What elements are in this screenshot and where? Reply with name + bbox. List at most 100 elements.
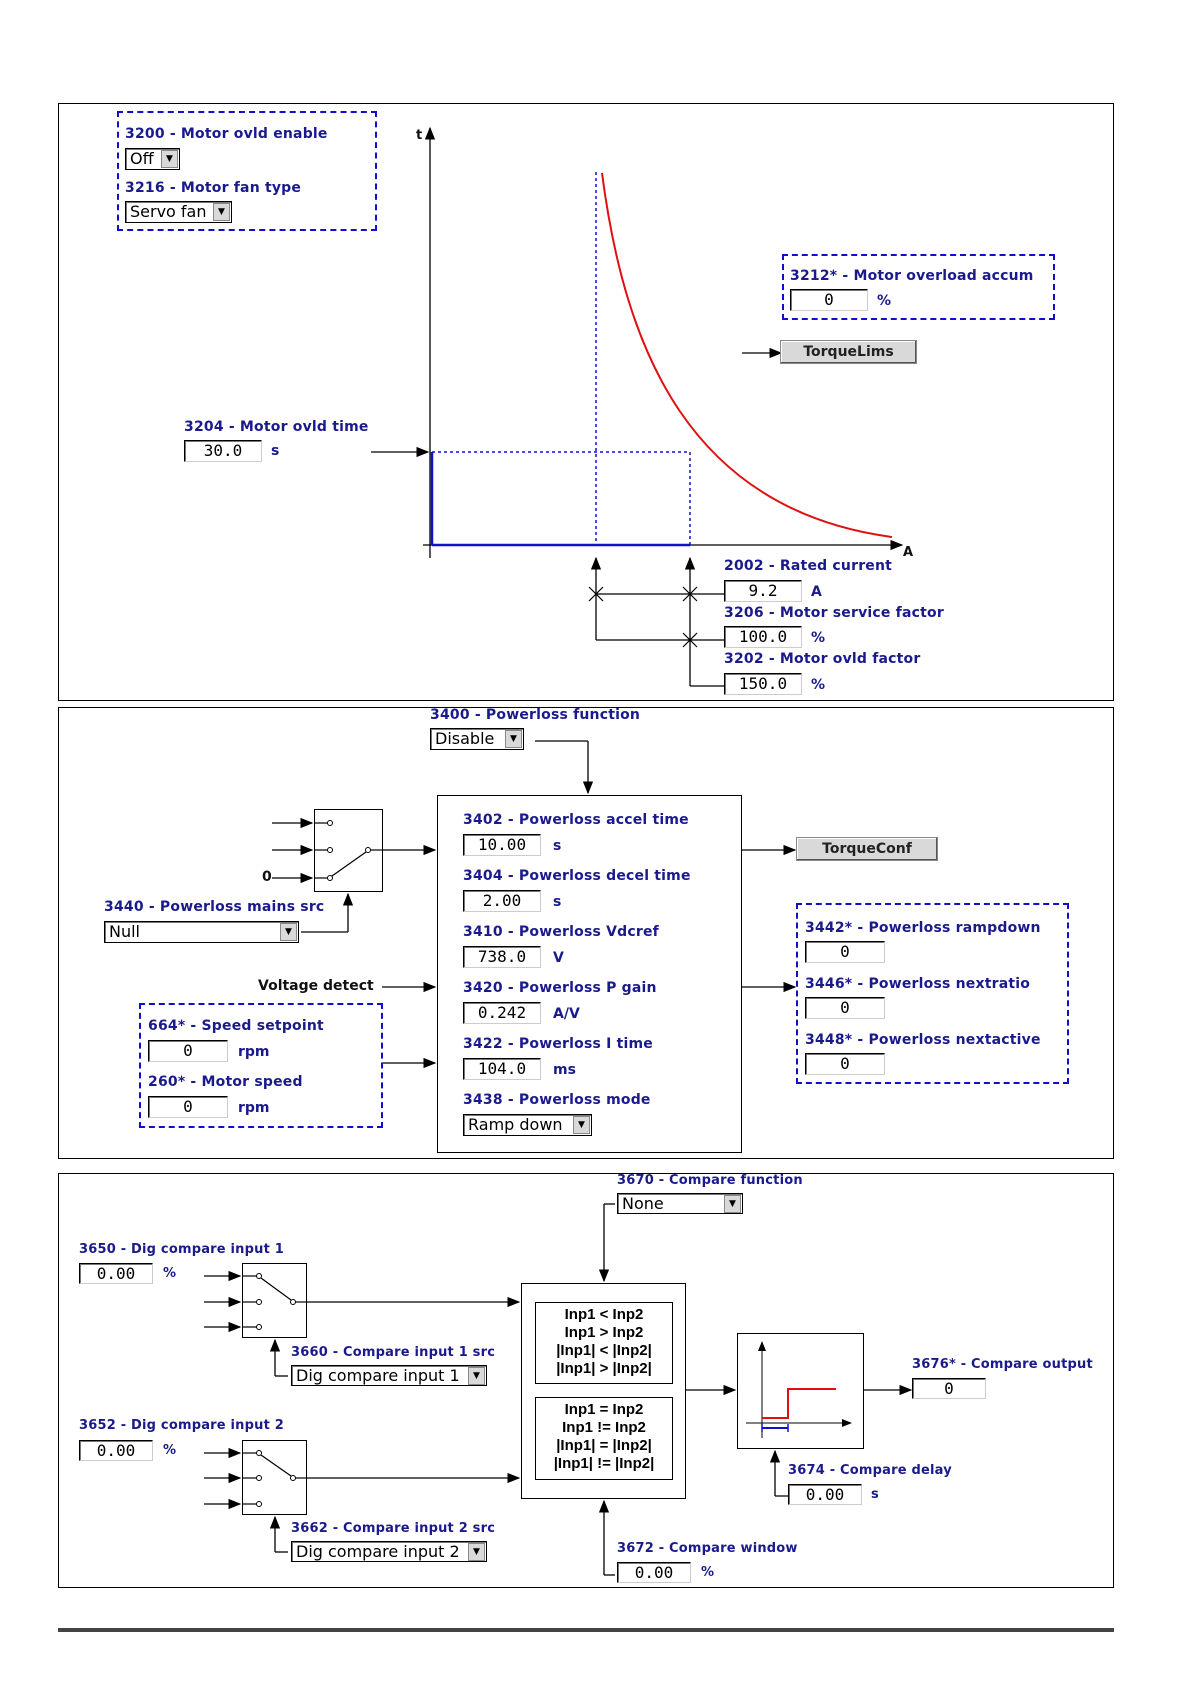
overload-curve <box>601 172 893 538</box>
input2-src-value: Dig compare input 2 <box>296 1542 460 1561</box>
rampdown-label: 3442* - Powerloss rampdown <box>805 920 1041 936</box>
overload-accum-group <box>782 254 1055 320</box>
service-factor-field[interactable]: 100.0 <box>724 626 802 648</box>
rated-current-label: 2002 - Rated current <box>724 558 893 574</box>
decel-time-label: 3404 - Powerloss decel time <box>463 868 691 884</box>
powerloss-mode-value: Ramp down <box>468 1115 563 1134</box>
vdcref-label: 3410 - Powerloss Vdcref <box>463 924 659 940</box>
chevron-down-icon: ▼ <box>468 1367 485 1385</box>
dig-input1-unit: % <box>163 1266 177 1281</box>
motor-ovld-enable-select[interactable]: Off ▼ <box>125 148 180 170</box>
decel-time-unit: s <box>553 894 562 910</box>
compare-window-unit: % <box>701 1565 715 1580</box>
zero-input-label: 0 <box>262 869 272 885</box>
dig-input1-label: 3650 - Dig compare input 1 <box>79 1242 284 1257</box>
i-time-unit: ms <box>553 1062 576 1078</box>
rated-current-field[interactable]: 9.2 <box>724 580 802 602</box>
op-text: |Inp1| > |Inp2| <box>556 1360 652 1377</box>
nextactive-field: 0 <box>805 1053 885 1075</box>
powerloss-function-select[interactable]: Disable ▼ <box>430 728 524 750</box>
compare-window-field[interactable]: 0.00 <box>617 1562 691 1583</box>
compare-window-label: 3672 - Compare window <box>617 1541 798 1556</box>
ovld-factor-label: 3202 - Motor ovld factor <box>724 651 921 667</box>
speed-setpoint-field: 0 <box>148 1040 228 1062</box>
i-time-label: 3422 - Powerloss I time <box>463 1036 653 1052</box>
powerloss-mode-label: 3438 - Powerloss mode <box>463 1092 651 1108</box>
dig-input1-field[interactable]: 0.00 <box>79 1263 153 1284</box>
torque-lims-button[interactable]: TorqueLims <box>780 340 917 364</box>
ovld-time-label: 3204 - Motor ovld time <box>184 419 369 435</box>
op-text: Inp1 < Inp2 <box>564 1306 644 1323</box>
chevron-down-icon: ▼ <box>724 1195 741 1213</box>
chevron-down-icon: ▼ <box>505 730 522 748</box>
ovld-time-field[interactable]: 30.0 <box>184 440 262 462</box>
motor-fan-type-label: 3216 - Motor fan type <box>125 180 302 196</box>
compare-delay-field[interactable]: 0.00 <box>788 1484 862 1505</box>
input1-src-label: 3660 - Compare input 1 src <box>291 1345 496 1360</box>
mains-src-select[interactable]: Null ▼ <box>104 921 299 943</box>
motor-overload-panel <box>58 103 1114 701</box>
ovld-time-unit: s <box>271 443 280 459</box>
ovld-factor-unit: % <box>811 677 826 693</box>
compare-delay-label: 3674 - Compare delay <box>788 1463 952 1478</box>
nextratio-label: 3446* - Powerloss nextratio <box>805 976 1031 992</box>
accel-time-field[interactable]: 10.00 <box>463 834 541 856</box>
op-text: |Inp1| = |Inp2| <box>556 1437 652 1454</box>
compare-output-label: 3676* - Compare output <box>912 1357 1093 1372</box>
mains-src-label: 3440 - Powerloss mains src <box>104 899 325 915</box>
compare-function-label: 3670 - Compare function <box>617 1173 803 1188</box>
input1-src-select[interactable]: Dig compare input 1▼ <box>291 1365 487 1386</box>
page-footer-rule <box>58 1628 1114 1632</box>
chevron-down-icon: ▼ <box>161 150 178 168</box>
nextactive-label: 3448* - Powerloss nextactive <box>805 1032 1041 1048</box>
motor-speed-unit: rpm <box>238 1100 270 1116</box>
op-text: |Inp1| < |Inp2| <box>556 1342 652 1359</box>
compare-ops-group2: Inp1 = Inp2 Inp1 != Inp2 |Inp1| = |Inp2|… <box>535 1397 673 1480</box>
chevron-down-icon: ▼ <box>213 203 230 221</box>
compare-function-block <box>521 1283 686 1499</box>
op-text: Inp1 > Inp2 <box>564 1324 644 1341</box>
chevron-down-icon: ▼ <box>468 1543 485 1561</box>
speed-setpoint-unit: rpm <box>238 1044 270 1060</box>
service-factor-label: 3206 - Motor service factor <box>724 605 944 621</box>
p-gain-label: 3420 - Powerloss P gain <box>463 980 657 996</box>
speed-group <box>139 1003 383 1128</box>
mains-src-value: Null <box>109 922 140 941</box>
motor-fan-type-value: Servo fan <box>130 202 207 221</box>
torque-conf-button[interactable]: TorqueConf <box>796 837 938 861</box>
overload-accum-unit: % <box>877 293 892 309</box>
compare-ops-group1: Inp1 < Inp2 Inp1 > Inp2 |Inp1| < |Inp2| … <box>535 1302 673 1384</box>
motor-ovld-enable-value: Off <box>130 149 154 168</box>
service-factor-unit: % <box>811 630 826 646</box>
vdcref-field[interactable]: 738.0 <box>463 946 541 968</box>
compare-function-select[interactable]: None▼ <box>617 1193 743 1214</box>
nextratio-field: 0 <box>805 997 885 1019</box>
motor-speed-label: 260* - Motor speed <box>148 1074 303 1090</box>
motor-fan-type-select[interactable]: Servo fan ▼ <box>125 201 232 223</box>
chevron-down-icon: ▼ <box>280 923 297 941</box>
vdcref-unit: V <box>553 950 564 966</box>
overload-accum-label: 3212* - Motor overload accum <box>790 268 1034 284</box>
i-time-field[interactable]: 104.0 <box>463 1058 541 1080</box>
dig-input2-field[interactable]: 0.00 <box>79 1440 153 1461</box>
chevron-down-icon: ▼ <box>573 1116 590 1134</box>
p-gain-field[interactable]: 0.242 <box>463 1002 541 1024</box>
voltage-detect-label: Voltage detect <box>258 978 374 994</box>
rated-current-unit: A <box>811 584 822 600</box>
motor-speed-field: 0 <box>148 1096 228 1118</box>
axis-t-label: t <box>416 128 423 143</box>
ovld-factor-field[interactable]: 150.0 <box>724 673 802 695</box>
input2-src-select[interactable]: Dig compare input 2 ▼ <box>291 1541 487 1562</box>
op-text: Inp1 != Inp2 <box>562 1419 646 1436</box>
compare-output-field: 0 <box>912 1378 986 1399</box>
compare-delay-block <box>737 1333 864 1449</box>
speed-setpoint-label: 664* - Speed setpoint <box>148 1018 324 1034</box>
powerloss-mode-select[interactable]: Ramp down ▼ <box>463 1114 592 1136</box>
powerloss-function-label: 3400 - Powerloss function <box>430 707 641 723</box>
decel-time-field[interactable]: 2.00 <box>463 890 541 912</box>
motor-ovld-enable-label: 3200 - Motor ovld enable <box>125 126 328 142</box>
compare-delay-unit: s <box>871 1487 879 1502</box>
powerloss-function-value: Disable <box>435 729 495 748</box>
